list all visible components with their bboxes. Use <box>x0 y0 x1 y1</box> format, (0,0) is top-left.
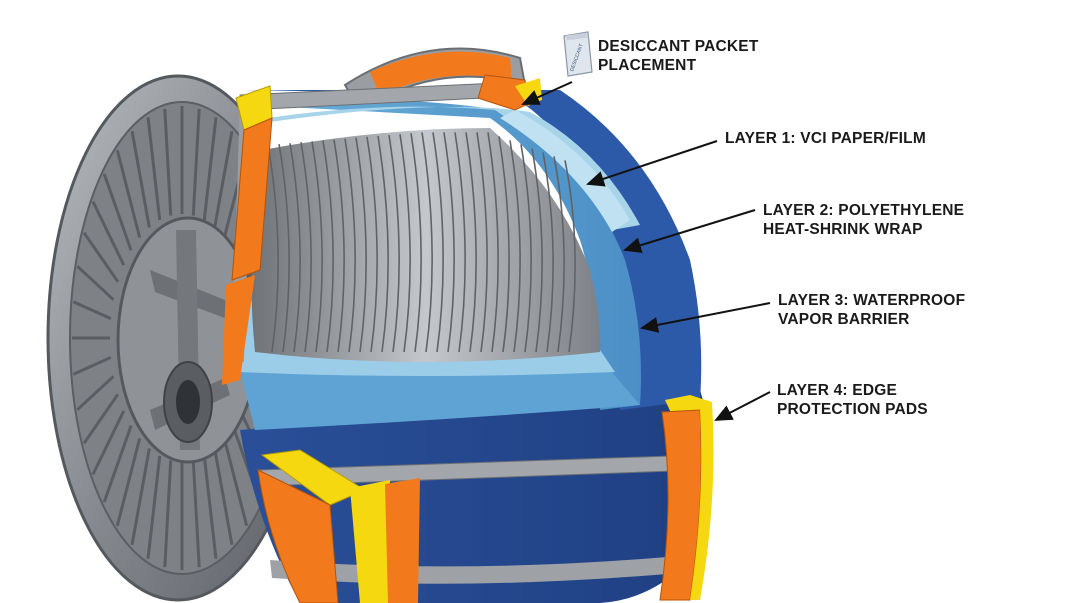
callout-layer4: LAYER 4: EDGE PROTECTION PADS <box>777 381 928 419</box>
callout-layer3: LAYER 3: WATERPROOF VAPOR BARRIER <box>778 291 965 329</box>
callout-layer4-line2: PROTECTION PADS <box>777 401 928 418</box>
wire-coil-line <box>498 136 510 353</box>
flange-rib <box>130 131 151 228</box>
wire-coil-line <box>465 132 477 353</box>
wire-coil-line <box>333 139 345 353</box>
wire-coil-line <box>454 132 466 353</box>
wire-coil-line <box>289 143 301 353</box>
wire-coil-line <box>388 134 400 353</box>
wire-coil-line <box>542 152 554 353</box>
flange-rib <box>72 356 112 376</box>
wire-coil-line <box>366 136 378 353</box>
flange-rib <box>76 265 115 301</box>
flange-rib <box>163 460 173 568</box>
flange-rib <box>213 131 234 228</box>
callout-layer2: LAYER 2: POLYETHYLENE HEAT-SHRINK WRAP <box>763 201 964 239</box>
flange-rib <box>202 455 218 559</box>
wire-coils <box>251 128 601 362</box>
wire-coil-line <box>355 137 367 353</box>
flange-rib <box>191 108 201 216</box>
flange-rib <box>163 108 173 216</box>
flange-rib <box>213 448 234 545</box>
wire-coil-line <box>509 140 521 353</box>
callout-layer2-line2: HEAT-SHRINK WRAP <box>763 221 923 238</box>
wire-coil-line <box>399 134 411 353</box>
leader-arrows <box>521 81 771 421</box>
callout-desiccant-line2: PLACEMENT <box>598 57 697 74</box>
flange-rib <box>102 425 133 503</box>
callout-layer1: LAYER 1: VCI PAPER/FILM <box>725 129 926 148</box>
flange-rib <box>146 117 162 221</box>
arrow-layer4 <box>714 391 771 421</box>
wire-coil-line <box>520 144 532 353</box>
flange-rib <box>102 173 133 251</box>
flange-rib <box>82 393 120 445</box>
wire-coil-line <box>553 156 565 353</box>
wire-coil-line <box>344 138 356 353</box>
flange-rib <box>115 437 142 527</box>
flange-rib <box>191 460 201 568</box>
callout-layer1-line1: LAYER 1: VCI PAPER/FILM <box>725 130 926 147</box>
wire-coil-line <box>443 132 455 353</box>
arrow-layer3 <box>640 302 771 333</box>
wire-coil-line <box>300 142 312 353</box>
flange-rib <box>76 375 115 411</box>
wire-coil-line <box>410 133 422 353</box>
wire-coil-line <box>311 141 323 353</box>
flange-rib <box>130 448 151 545</box>
wire-coil-line <box>432 132 444 353</box>
flange-rib <box>146 455 162 559</box>
arrow-layer2 <box>623 209 756 253</box>
wire-coil-line <box>487 132 499 353</box>
callout-layer4-line1: LAYER 4: EDGE <box>777 382 898 399</box>
flange-rib <box>222 437 249 527</box>
arrow-layer1 <box>586 140 718 187</box>
flange-rib <box>91 410 126 476</box>
flange-rib <box>82 231 120 283</box>
wire-coil-line <box>421 132 433 353</box>
wire-coil-line <box>531 148 543 353</box>
callout-layer3-line1: LAYER 3: WATERPROOF <box>778 292 966 309</box>
flange-rib <box>91 200 126 266</box>
wire-coil-line <box>322 140 334 353</box>
desiccant-packet-icon: DESICCANT <box>563 31 593 77</box>
arrow-desiccant <box>521 81 573 105</box>
wire-coil-line <box>476 132 488 353</box>
wire-coil-line <box>564 160 576 353</box>
edge-protection-pads <box>222 74 714 603</box>
callout-desiccant-line1: DESICCANT PACKET <box>598 38 759 55</box>
wire-coil-line <box>267 144 279 353</box>
callout-layer2-line1: LAYER 2: POLYETHYLENE <box>763 202 965 219</box>
flange-rib <box>115 149 142 239</box>
flange-rib <box>202 117 218 221</box>
callout-desiccant: DESICCANT PACKET PLACEMENT <box>598 37 759 75</box>
flange-rib <box>72 300 112 320</box>
wire-coil-line <box>377 135 389 353</box>
wire-coil-line <box>278 143 290 353</box>
polyethylene-layer <box>240 99 641 430</box>
callout-layer3-line2: VAPOR BARRIER <box>778 311 910 328</box>
